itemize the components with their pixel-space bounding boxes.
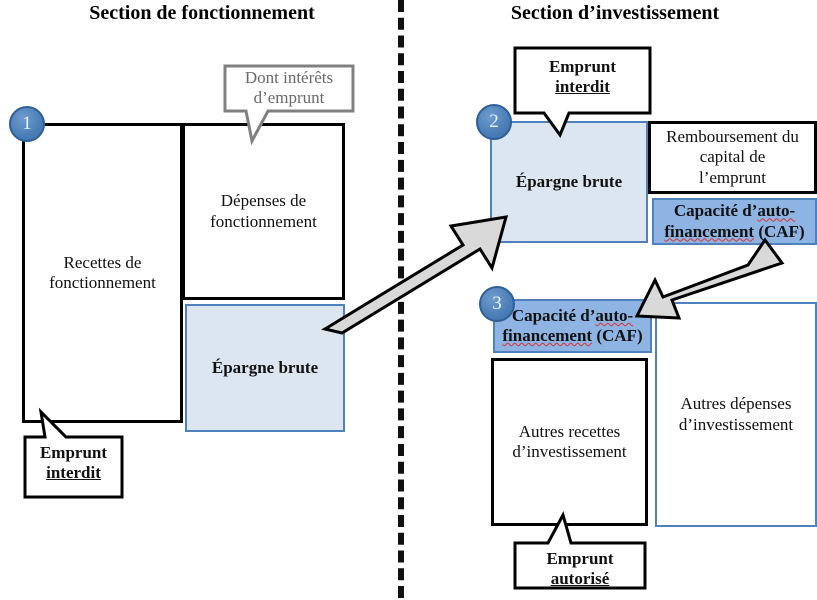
callout-emprunt-interdit-right-label: Emprunt interdit [517,57,648,96]
emprunt-autorise-line-1: Emprunt [546,549,614,568]
remboursement-line-3: l’emprunt [698,167,767,187]
box-capacite-autofinancement-bottom: Capacité d’auto- financement (CAF) [493,299,652,353]
box-autres-recettes-label: Autres recettes d’investissement [506,422,632,462]
box-remboursement-label: Remboursement du capital de l’emprunt [660,127,805,187]
caf-top-line2-a: financement [664,221,755,241]
emprunt-interdit-left-line-2: interdit [46,462,101,482]
caf-top-line2-b: (CAF) [754,221,805,241]
box-remboursement-capital-emprunt: Remboursement du capital de l’emprunt [648,121,817,194]
emprunt-interdit-right-line-1: Emprunt [548,57,617,76]
callout-dont-interets-shape [223,64,355,146]
callout-emprunt-interdit-right-shape [513,46,652,139]
emprunt-interdit-right-line-2: interdit [555,76,610,96]
box-epargne-brute-investissement: Épargne brute [490,121,648,243]
box-epargne-brute-fonctionnement: Épargne brute [185,304,345,432]
vertical-dashed-divider [398,0,404,598]
recettes-line-1: Recettes de [63,252,142,272]
callout-emprunt-autorise-shape [513,511,647,590]
emprunt-autorise-line-2: autorisé [550,568,610,588]
caf-top-line1-a: Capacité d’ [673,201,758,221]
autres-recettes-line-2: d’investissement [512,442,627,461]
emprunt-interdit-left-line-1: Emprunt [39,443,108,462]
box-autres-depenses-investissement: Autres dépenses d’investissement [655,302,817,527]
caf-bottom-line2-b: (CAF) [592,326,643,345]
box-recettes-de-fonctionnement: Recettes de fonctionnement [22,123,183,423]
dont-interets-line-2: d’emprunt [253,87,325,107]
depenses-line-2: fonctionnement [210,211,317,231]
box-caf-bottom-label: Capacité d’auto- financement (CAF) [496,306,648,346]
section-title-fonctionnement: Section de fonctionnement [89,2,315,24]
box-caf-top-label: Capacité d’auto- financement (CAF) [658,201,810,241]
badge-step-1: 1 [9,106,45,142]
box-epargne-brute-right-label: Épargne brute [515,171,623,191]
caf-bottom-line1-b: auto- [595,305,634,325]
section-title-investissement: Section d’investissement [510,2,720,24]
box-autres-recettes-investissement: Autres recettes d’investissement [491,358,648,526]
remboursement-line-1: Remboursement du [666,127,799,147]
box-epargne-brute-left-label: Épargne brute [211,357,319,377]
callout-emprunt-interdit-left-shape [23,407,124,499]
caf-bottom-line2-a: financement [502,326,593,345]
autres-recettes-line-1: Autres recettes [518,421,621,441]
box-depenses-label: Dépenses de fonctionnement [204,191,323,231]
remboursement-line-2: capital de [699,147,766,167]
box-depenses-de-fonctionnement: Dépenses de fonctionnement [182,123,345,300]
arrow-epargne-to-investissement [321,215,509,335]
autres-depenses-line-2: d’investissement [678,414,794,434]
badge-step-3: 3 [479,286,515,322]
depenses-line-1: Dépenses de [220,191,307,211]
caf-bottom-line1-a: Capacité d’ [511,305,596,325]
box-recettes-label: Recettes de fonctionnement [43,253,162,293]
box-autres-depenses-label: Autres dépenses d’investissement [673,394,799,434]
callout-emprunt-autorise-label: Emprunt autorisé [517,549,643,588]
callout-dont-interets-label: Dont intérêts d’emprunt [227,68,351,107]
caf-top-line1-b: auto- [757,201,796,221]
arrow-caf-to-caf [634,237,785,320]
dont-interets-line-1: Dont intérêts [244,68,334,87]
box-capacite-autofinancement-top: Capacité d’auto- financement (CAF) [652,198,817,245]
recettes-line-2: fonctionnement [49,273,156,292]
autres-depenses-line-1: Autres dépenses [680,394,792,414]
badge-step-2: 2 [476,104,512,140]
callout-emprunt-interdit-left-label: Emprunt interdit [27,443,120,482]
